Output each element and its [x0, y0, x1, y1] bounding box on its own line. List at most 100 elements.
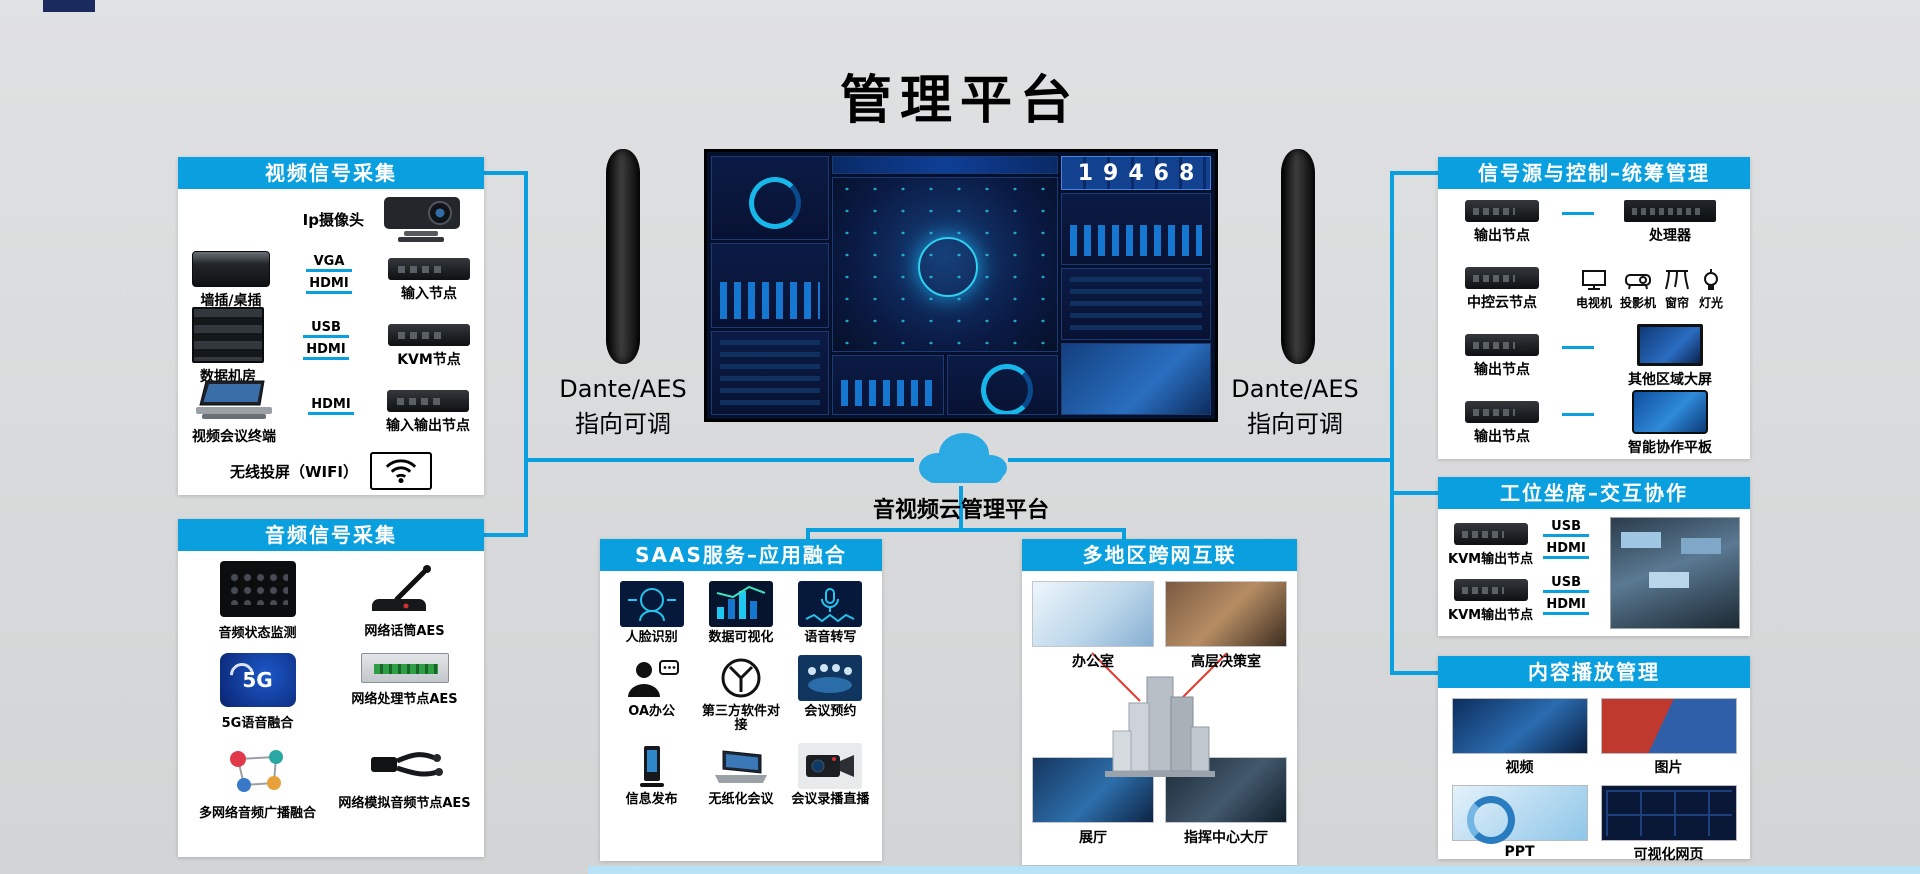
saas-item-oa: OA办公 [608, 654, 695, 734]
panel-video-capture: 视频信号采集 Ip摄像头 墙插/桌插 VGA [178, 157, 484, 495]
exhibition-hall-label: 展厅 [1079, 830, 1107, 846]
right-bus-line [1390, 171, 1394, 675]
smart-board-label: 智能协作平板 [1628, 440, 1712, 456]
headquarters-building-icon [1104, 676, 1215, 777]
panel-signal-source-control: 信号源与控制–统筹管理 输出节点 处理器 中控云节点 [1438, 157, 1750, 459]
wifi-icon [385, 459, 417, 484]
kvm-node-figure: KVM节点 [388, 323, 470, 369]
input-node-figure: 输入节点 [388, 257, 470, 303]
conference-terminal-figure: 视频会议终端 [192, 379, 276, 446]
connector-vga: VGA [306, 254, 352, 272]
video-row-wifi: 无线投屏（WIFI） [186, 445, 476, 497]
light-figure: 灯光 [1698, 268, 1724, 311]
kvm-node-icon [388, 323, 470, 346]
saas-item-label: 无纸化会议 [708, 791, 774, 807]
dashboard-tile-bar-chart [832, 355, 944, 415]
connector-line [1008, 458, 1390, 462]
server-rack-icon [192, 306, 264, 363]
dashboard-center-column [832, 156, 1058, 415]
panel-multi-region: 多地区跨网互联 办公室 高层决策室 展厅 指挥中心大厅 [1022, 539, 1297, 865]
processor-figure: 处理器 [1624, 200, 1716, 245]
recording-camera-icon [798, 742, 863, 789]
projector-figure: 投影机 [1620, 268, 1656, 311]
connector-line [484, 171, 524, 175]
dashboard-counter: 19468 [1061, 156, 1211, 190]
content-item-picture: 图片 [1597, 698, 1740, 777]
dashboard-tile-bar-chart [1061, 193, 1211, 265]
dashboard-right-column: 19468 [1061, 156, 1211, 415]
central-control-node-figure: 中控云节点 [1450, 267, 1554, 312]
connector-line [303, 335, 349, 338]
connector-group: USB HDMI [1543, 575, 1590, 615]
usb-label: USB [311, 320, 341, 335]
speaker-right-label-line1: Dante/AES [1231, 375, 1359, 403]
central-control-node-icon [1465, 267, 1539, 289]
tv-icon [1581, 270, 1606, 290]
dashboard-city-map [832, 177, 1058, 352]
kvm-output-label: KVM输出节点 [1448, 552, 1534, 567]
kvm-node-label: KVM节点 [397, 351, 461, 368]
video-thumbnail [1451, 698, 1588, 754]
network-mic-label: 网络话筒AES [364, 624, 445, 639]
audio-monitor-label: 音频状态监测 [218, 626, 297, 641]
bottom-accent-bar [588, 866, 1920, 874]
connector-usb: USB [303, 320, 349, 338]
dashboard-tile-list [711, 330, 829, 415]
connector-hdmi: HDMI [1543, 597, 1590, 615]
kvm-output-row: KVM输出节点 USB HDMI [1448, 575, 1604, 623]
analog-node-figure: 网络模拟音频节点AES [331, 743, 478, 821]
panel-audio-capture: 音频信号采集 音频状态监测 网络话筒AES 5G 5G语音融合 网络处理节点AE… [178, 519, 484, 857]
connector-hdmi: HDMI [308, 397, 354, 415]
column-speaker-right [1281, 149, 1315, 364]
panel-content-playback-title: 内容播放管理 [1438, 656, 1750, 688]
panel-workstation-title: 工位坐席–交互协作 [1438, 477, 1750, 509]
panel-signal-source-title: 信号源与控制–统筹管理 [1438, 157, 1750, 189]
light-icon [1704, 269, 1719, 290]
kvm-output-node-icon [1453, 579, 1528, 601]
connector-line [959, 486, 963, 532]
content-item-web: 可视化网页 [1597, 785, 1740, 864]
connector-line [806, 528, 810, 541]
kvm-output-label: KVM输出节点 [1448, 608, 1534, 623]
kvm-output-figure: KVM输出节点 [1448, 523, 1533, 567]
cloud-icon [905, 420, 1019, 494]
input-node-label: 输入节点 [401, 285, 457, 302]
speaker-right-label-line2: 指向可调 [1247, 409, 1343, 438]
other-area-screen-label: 其他区域大屏 [1628, 372, 1712, 388]
panel-audio-capture-title: 音频信号采集 [178, 519, 484, 551]
analog-node-label: 网络模拟音频节点AES [338, 796, 471, 811]
hdmi-label: HDMI [1546, 541, 1586, 556]
paperless-meeting-icon [708, 742, 773, 789]
io-node-icon [387, 389, 469, 412]
conference-terminal-label: 视频会议终端 [192, 428, 276, 445]
panel-signal-source-body: 输出节点 处理器 中控云节点 [1438, 189, 1750, 457]
panel-workstation-body: KVM输出节点 USB HDMI KVM输出节点 [1438, 509, 1750, 637]
audio-monitor-icon [219, 561, 296, 617]
content-item-label: 图片 [1654, 760, 1683, 776]
cloud-platform-label: 音视频云管理平台 [872, 498, 1050, 523]
kvm-output-node-icon [1453, 523, 1528, 545]
video-row-camera: Ip摄像头 [186, 191, 476, 247]
command-center-label: 指挥中心大厅 [1184, 830, 1268, 846]
datacenter-figure: 数据机房 [192, 306, 264, 386]
dashboard-tile-donut-chart [711, 156, 829, 241]
output-node-figure: 输出节点 [1450, 334, 1554, 379]
5g-icon: 5G [219, 653, 296, 707]
saas-item-label: 人脸识别 [625, 630, 678, 645]
panel-multi-region-body: 办公室 高层决策室 展厅 指挥中心大厅 [1022, 571, 1297, 865]
wifi-badge [369, 452, 432, 490]
speaker-left-label: Dante/AES 指向可调 [538, 372, 708, 442]
panel-video-capture-body: Ip摄像头 墙插/桌插 VGA HDMI [178, 189, 484, 499]
saas-item-label: 第三方软件对接 [701, 703, 780, 734]
oa-office-icon [619, 654, 684, 701]
video-row-wallplate: 墙插/桌插 VGA HDMI 输入节点 [186, 247, 476, 313]
meeting-booking-icon [798, 654, 863, 701]
other-area-screen-figure: 其他区域大屏 [1628, 324, 1712, 389]
saas-item-data-viz: 数据可视化 [697, 581, 784, 646]
connector-hdmi: HDMI [306, 276, 352, 294]
controlled-devices-group: 电视机 投影机 [1576, 268, 1724, 311]
content-item-label: 视频 [1505, 760, 1534, 776]
dashboard-bottom-row [832, 355, 1058, 415]
hdmi-label: HDMI [309, 276, 349, 291]
connector-line [308, 412, 354, 415]
